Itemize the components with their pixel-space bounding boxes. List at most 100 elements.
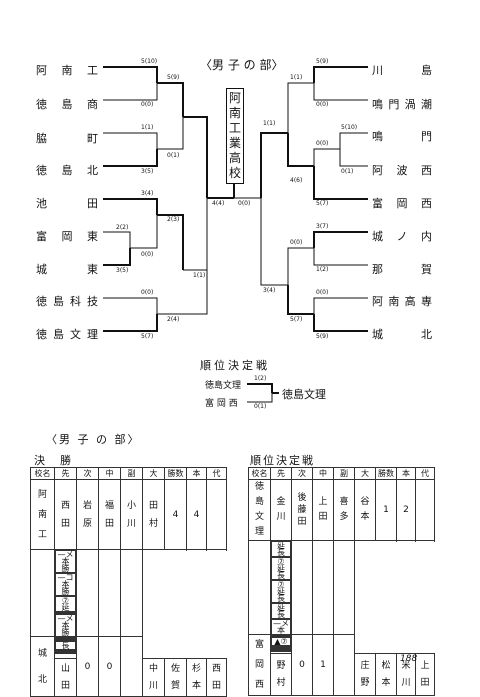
mark-cell: ⑦ 延 — [55, 595, 76, 612]
mark-cell — [55, 636, 76, 639]
mark-cell — [55, 651, 76, 654]
playoff-winner: 徳島文理 — [282, 388, 326, 401]
mark-cell: ▲⑦ — [271, 636, 291, 646]
champion-char: 南 — [228, 106, 241, 120]
points-cell: 4 — [186, 479, 207, 550]
team-left-1: 阿 南 工 — [36, 64, 98, 77]
team-right-1: 川 島 — [372, 64, 432, 77]
player-cell: 庄 野 — [354, 653, 376, 696]
mark-cell: ⑦ 延 長 — [271, 556, 291, 580]
player-cell: 谷 本 — [354, 479, 376, 541]
blank-cell — [333, 540, 355, 635]
score: 3(7) — [316, 223, 329, 230]
mark-cell — [271, 647, 291, 650]
rep-cell — [206, 479, 227, 550]
header-cell: 校名 — [248, 467, 271, 480]
champion-char: 高 — [228, 151, 241, 165]
score: 0(0) — [141, 289, 154, 296]
score: 3(5) — [141, 168, 154, 175]
bracket-lines — [103, 66, 368, 403]
school-char: 城 — [37, 648, 47, 659]
score: 4(4) — [212, 200, 225, 207]
header-cell: 中 — [98, 467, 121, 480]
score: 5(9) — [316, 58, 329, 65]
rep-cell — [120, 636, 143, 697]
mark-cell — [271, 634, 291, 637]
score: 3(4) — [263, 287, 276, 294]
mark-cell: —メ 本 — [271, 618, 291, 635]
mark-cell: 延 長 — [271, 540, 291, 557]
score: 5(9) — [167, 74, 180, 81]
score: 1(1) — [193, 272, 206, 279]
champion-char: 校 — [228, 166, 241, 180]
school-char: 富 — [254, 640, 264, 650]
mark-cell: ⑦ 延 長 — [271, 579, 291, 603]
school-char: 島 — [254, 497, 264, 507]
team-left-2: 徳 島 商 — [36, 98, 98, 111]
school-char: 南 — [37, 509, 47, 520]
school-char: 徳 — [254, 482, 264, 492]
player-cell: 田 村 — [142, 479, 165, 550]
header-cell: 中 — [312, 467, 334, 480]
team-right-7: 那 賀 — [372, 263, 432, 276]
school-name-cell: 阿 南 工 — [30, 479, 55, 550]
team-left-6: 富 岡 東 — [36, 230, 98, 243]
mark-cell — [55, 649, 76, 652]
score: 5(7) — [290, 316, 303, 323]
blank-cell — [312, 540, 334, 635]
score: 2(4) — [167, 316, 180, 323]
champion-char: 業 — [228, 136, 241, 150]
score: 0(0) — [290, 239, 303, 246]
score: 2(3) — [167, 216, 180, 223]
player-cell: 上 田 — [312, 479, 334, 541]
score: 0(0) — [316, 101, 329, 108]
score: 1(1) — [263, 120, 276, 127]
header-cell: 校名 — [30, 467, 55, 480]
playoff-title: 順位決定戦 — [200, 359, 270, 372]
score: 1(2) — [316, 266, 329, 273]
score: 4(6) — [290, 177, 303, 184]
player-cell: 金 川 — [270, 479, 292, 541]
header-cell: 先 — [270, 467, 292, 480]
final-result-table: 校名 先 次 中 副 大 勝数 本 代 阿 南 工 西 田 岩 原 福 田 小 … — [30, 467, 227, 697]
mark-row-label — [248, 540, 271, 635]
header-cell: 代 — [206, 467, 227, 480]
player-cell: 松 本 — [375, 653, 397, 696]
points-cell: 1 — [312, 634, 334, 696]
team-left-5: 池 田 — [36, 197, 98, 210]
school-name-cell: 富 岡 西 — [248, 634, 271, 696]
blank-cell — [291, 540, 313, 635]
bracket-title: 〈男 子 の 部〉 — [200, 58, 284, 72]
mark-cell: 長 — [55, 640, 76, 650]
header-cell: 勝数 — [164, 467, 187, 480]
mark-cell — [55, 638, 76, 641]
header-cell: 勝数 — [375, 467, 397, 480]
score: 5(7) — [316, 200, 329, 207]
school-char: 工 — [37, 529, 47, 540]
school-name-cell: 城 北 — [30, 636, 55, 697]
header-cell: 副 — [333, 467, 355, 480]
player-cell: 野 村 — [270, 653, 292, 696]
final-table-title: 決 勝 — [34, 454, 73, 467]
team-left-8: 徳島科技 — [36, 295, 98, 308]
score: 1(1) — [290, 74, 303, 81]
score: 5(9) — [316, 333, 329, 340]
team-right-6: 城 ノ 内 — [372, 230, 432, 243]
player-cell: 中 川 — [142, 658, 165, 697]
mark-cell: 延 長 — [271, 602, 291, 619]
playoff-table-title: 順位決定戦 — [250, 454, 315, 467]
team-left-9: 徳島文理 — [36, 328, 98, 341]
wins-cell: 0 — [76, 636, 99, 697]
champion-char: 工 — [228, 121, 241, 135]
score: 0(0) — [238, 200, 251, 207]
playoff-team-1: 徳島文理 — [205, 381, 242, 391]
blank-cell — [120, 549, 143, 637]
player-cell: 岩 原 — [76, 479, 99, 550]
playoff-team-2: 富 岡 西 — [205, 399, 238, 409]
header-cell: 副 — [120, 467, 143, 480]
blank-cell — [76, 549, 99, 637]
school-char: 理 — [254, 527, 264, 537]
team-left-4: 徳 島 北 — [36, 164, 98, 177]
points-cell: 0 — [98, 636, 121, 697]
player-cell: 杉 本 — [186, 658, 207, 697]
